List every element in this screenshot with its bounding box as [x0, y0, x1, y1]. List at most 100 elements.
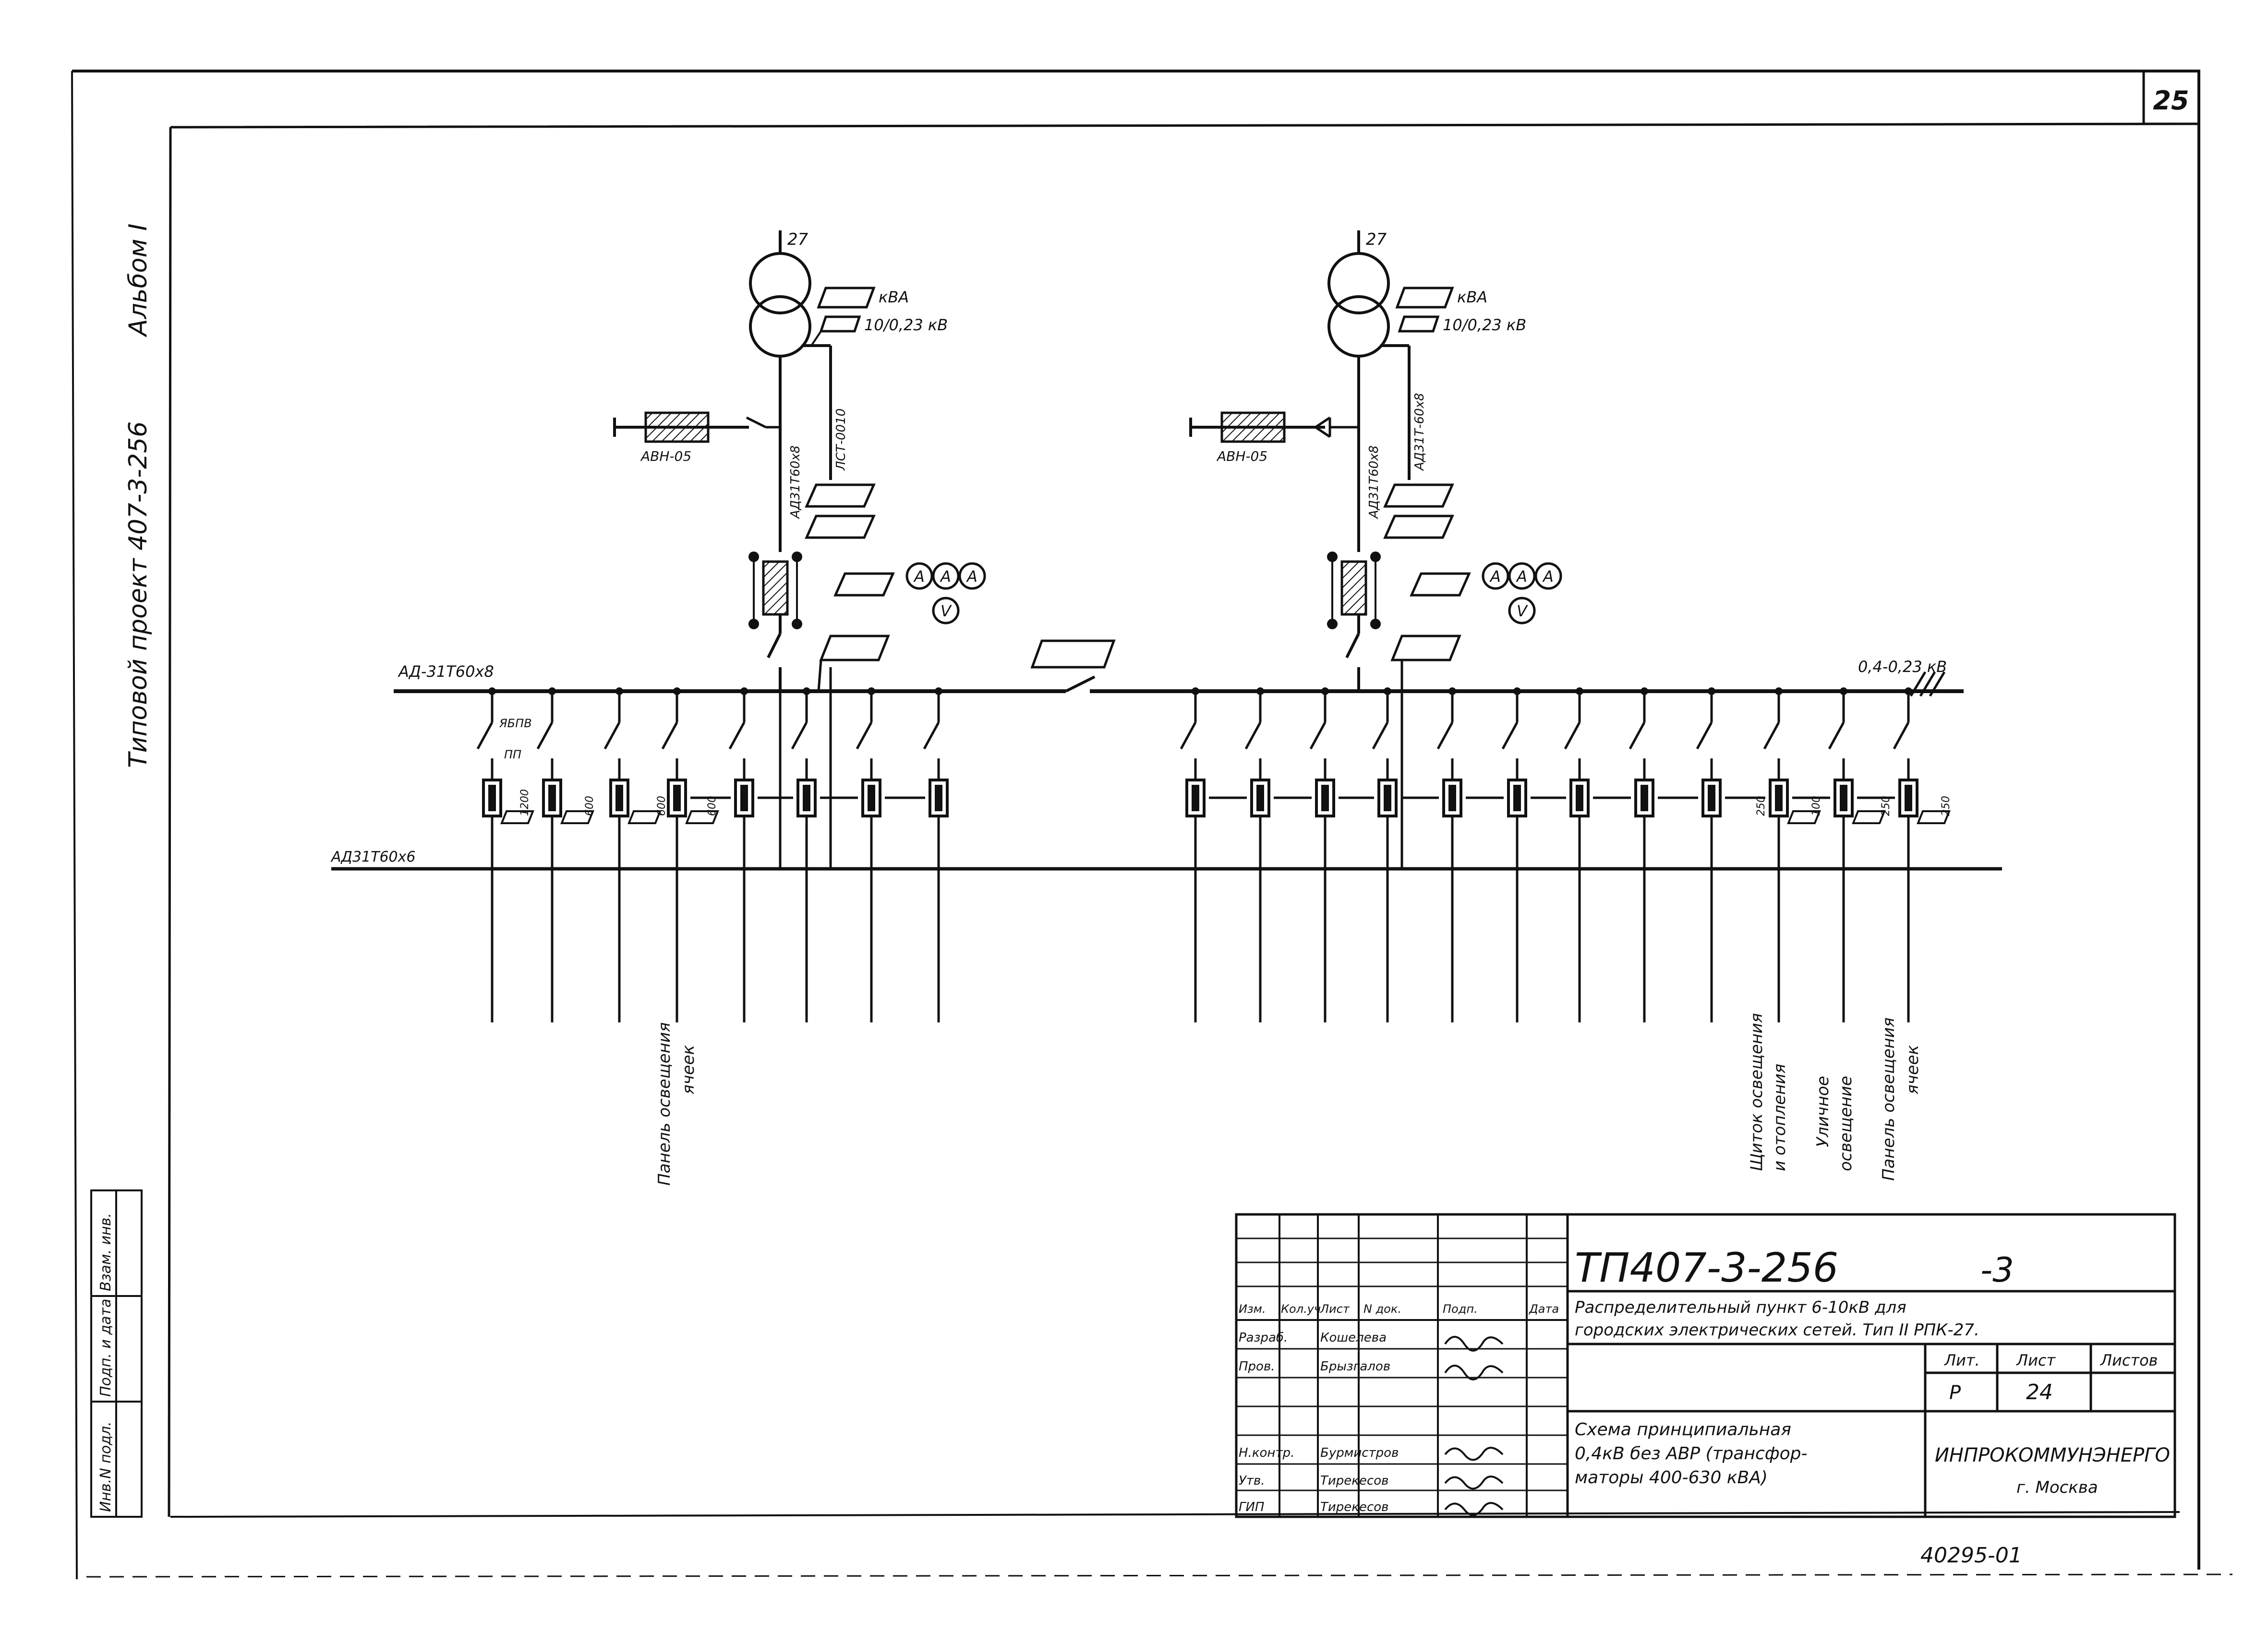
ammeter-symbol: A — [913, 567, 925, 586]
transformer-1-arrester-label: АВН-05 — [640, 448, 691, 464]
feeder-fuse-core — [1256, 785, 1264, 811]
dest-right3-line2: ячеек — [1903, 1045, 1922, 1094]
left-feeder-label-2: ПП — [504, 748, 521, 761]
right-feeder-label-4: 250 — [1940, 796, 1952, 816]
transformer-1-cable-2: АД31Т60х8 — [788, 445, 803, 519]
feeder-switch-icon — [923, 721, 940, 750]
transformer-2-id: 27 — [1366, 230, 1387, 249]
transformer-1-rating: кВА — [879, 288, 909, 306]
transformer-1 — [613, 230, 895, 692]
lit-value: Р — [1949, 1382, 1961, 1404]
strip-label-signature: Подп. и дата — [97, 1299, 114, 1397]
drawing-title-line1: Схема принципиальная — [1575, 1420, 1791, 1440]
feeder-fuse-core — [803, 785, 810, 811]
busbars — [331, 639, 2002, 871]
feeder-switch-icon — [661, 721, 678, 750]
feeder-fuse-core — [1576, 785, 1583, 811]
feeder-switch-icon — [536, 721, 554, 750]
feeder-fuse-core — [935, 785, 942, 811]
feeder-switch-icon — [476, 721, 494, 750]
ammeter-symbol: A — [966, 567, 977, 586]
meter-ct-icon — [1852, 810, 1886, 824]
voltmeter-icon — [932, 597, 960, 624]
transformer-1-cable-1: ЛСТ-0010 — [834, 408, 848, 471]
stamp-role-5: Утв. — [1239, 1474, 1265, 1488]
footer-number: 40295-01 — [1920, 1543, 2022, 1568]
left-feeder-label-1: ЯБПВ — [499, 717, 532, 730]
feeder-switch-icon — [1763, 721, 1780, 750]
organization-name: ИНПРОКОММУНЭНЕРГО — [1935, 1444, 2170, 1466]
stamp-role-1: Разраб. — [1239, 1331, 1288, 1345]
strip-label-replace: Взам. инв. — [97, 1213, 114, 1291]
stamp-name-1: Кошелева — [1320, 1331, 1387, 1345]
feeder-switch-icon — [1629, 721, 1646, 750]
meters-group-1 — [905, 562, 986, 624]
stamp-role-6: ГИП — [1239, 1500, 1265, 1514]
feeder-fuse-core — [1708, 785, 1715, 811]
feeder-switch-icon — [1893, 721, 1910, 750]
feeder-switch-icon — [603, 721, 621, 750]
stamp-col-docno: N док. — [1363, 1302, 1401, 1316]
stamp-name-5: Тирекесов — [1320, 1474, 1389, 1488]
feeder-fuse-core — [1192, 785, 1199, 811]
stamp-name-6: Тирекесов — [1320, 1500, 1389, 1514]
organization-city: г. Москва — [2016, 1478, 2098, 1497]
feeder-switch-icon — [1244, 721, 1262, 750]
feeder-switch-icon — [1180, 721, 1197, 750]
feeder-switch-icon — [1828, 721, 1845, 750]
ammeter-icon — [1482, 562, 1509, 590]
feeder-switch-icon — [1696, 721, 1713, 750]
feeder-fuse-core — [1905, 785, 1912, 811]
transformer-2-rating: кВА — [1457, 288, 1487, 306]
drawing-title-line2: 0,4кВ без АВР (трансфор- — [1575, 1444, 1807, 1464]
stamp-col-change: Изм. — [1239, 1302, 1266, 1316]
transformer-2-cable-1: АД31Т60х8 — [1367, 445, 1381, 519]
project-label: Типовой проект 407-3-256 — [124, 421, 153, 768]
ammeter-icon — [958, 562, 986, 590]
ammeter-symbol: A — [1542, 567, 1554, 586]
stamp-name-2: Брызгалов — [1320, 1359, 1390, 1374]
dest-right1-line2: и отопления — [1770, 1064, 1789, 1171]
stamp-col-count: Кол.уч — [1281, 1302, 1321, 1316]
lit-header: Лит. — [1944, 1351, 1980, 1369]
feeder-fuse-core — [1321, 785, 1329, 811]
busbar-lower-left-label: АД31Т60х6 — [330, 849, 415, 865]
transformer-2-arrester-label: АВН-05 — [1216, 448, 1267, 464]
document-code: ТП407-3-256 — [1575, 1244, 1838, 1291]
ammeter-symbol: A — [1489, 567, 1501, 586]
title-block — [1235, 1213, 2176, 1518]
busbar-upper-left-label: АД-31Т60х8 — [398, 662, 494, 681]
ammeter-icon — [1508, 562, 1536, 590]
feeder-switch-icon — [791, 721, 808, 750]
feeder-fuse-core — [1448, 785, 1456, 811]
sheet-frame — [71, 70, 2233, 1580]
description-line1: Распределительный пункт 6-10кВ для — [1575, 1298, 1906, 1317]
meter-ct-icon — [560, 810, 594, 824]
feeders — [476, 687, 1951, 1022]
stamp-col-date: Дата — [1529, 1302, 1559, 1316]
ammeter-symbol: A — [1516, 567, 1527, 586]
stamp-role-4: Н.контр. — [1239, 1446, 1294, 1460]
feeder-switch-icon — [1564, 721, 1581, 750]
feeder-fuse-core — [740, 785, 748, 811]
left-feeder-label-6: 600 — [706, 796, 718, 816]
feeder-fuse-core — [1641, 785, 1648, 811]
feeder-fuse-core — [868, 785, 875, 811]
dest-right3-line1: Панель освещения — [1879, 1018, 1898, 1181]
feeder-switch-icon — [1372, 721, 1389, 750]
meters-group-2 — [1482, 562, 1562, 624]
transformer-2 — [1189, 230, 1471, 869]
description-line2: городских электрических сетей. Тип II РП… — [1575, 1320, 1979, 1340]
meter-ct-icon — [1787, 810, 1821, 824]
voltmeter-symbol: V — [941, 602, 952, 620]
feeder-fuse-core — [615, 785, 623, 811]
meter-ct-icon — [685, 810, 719, 824]
left-stamp-strip — [90, 1189, 143, 1518]
sheets-header: Листов — [2100, 1351, 2158, 1369]
feeder-fuse-core — [673, 785, 681, 811]
stamp-col-sheet: Лист — [1320, 1302, 1350, 1316]
feeder-fuse-core — [1775, 785, 1783, 811]
feeder-switch-icon — [1436, 721, 1454, 750]
feeder-fuse-core — [1513, 785, 1521, 811]
